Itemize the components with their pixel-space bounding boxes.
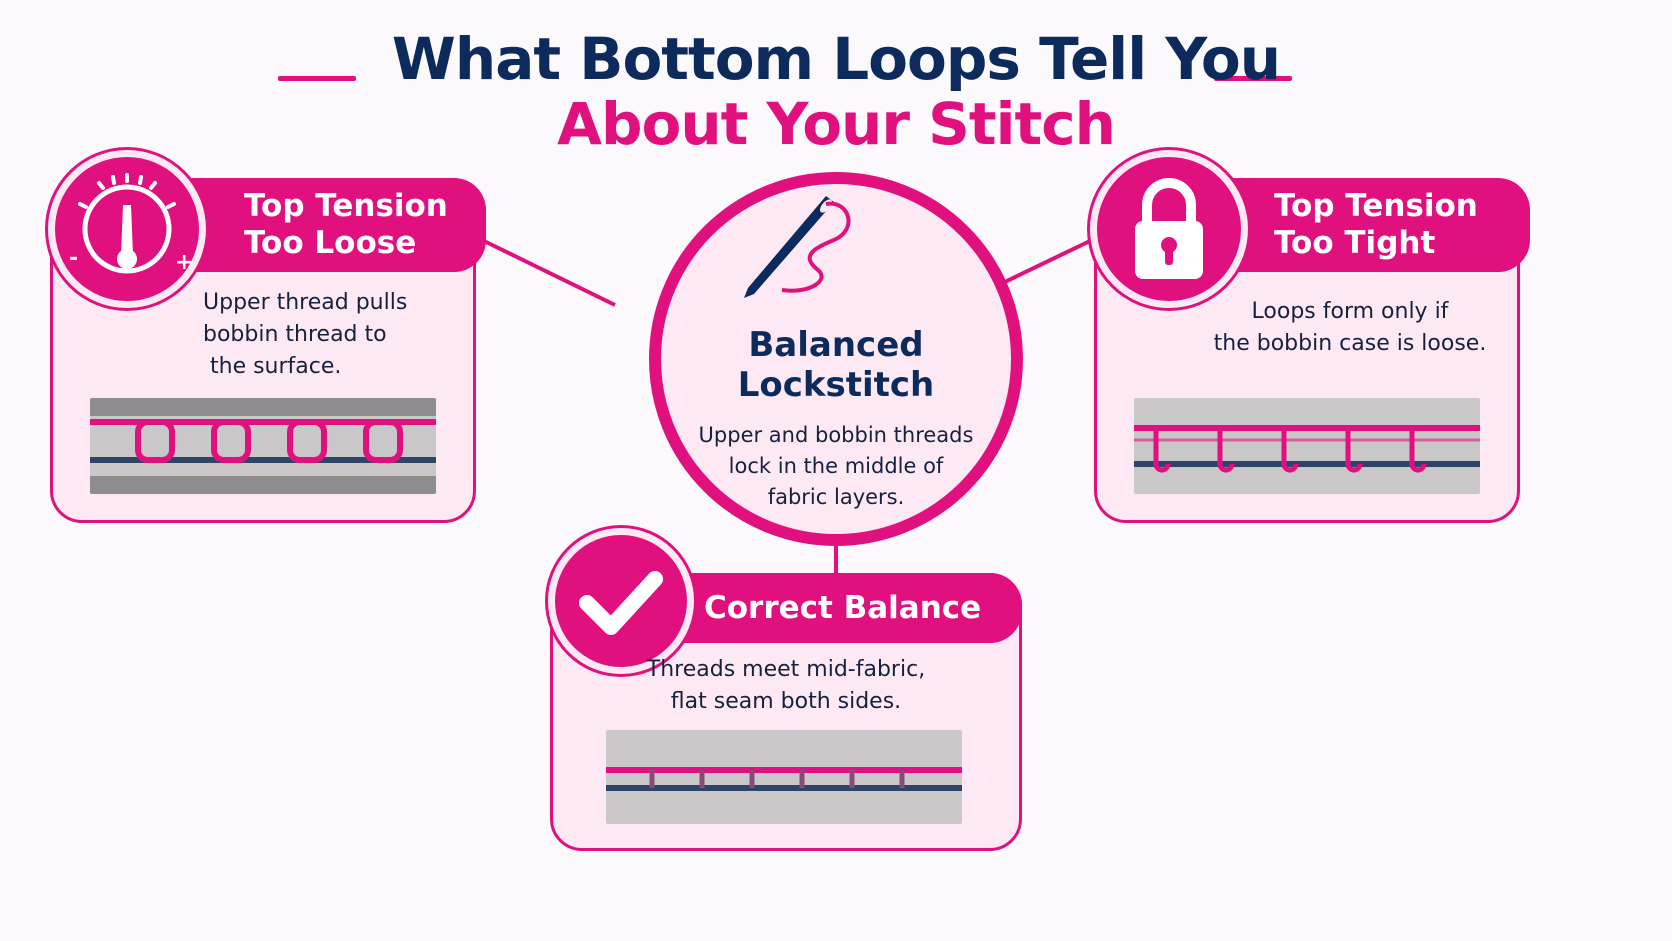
- card-correct-badge: [548, 528, 694, 674]
- needle-and-thread-icon: [744, 196, 851, 298]
- padlock-icon: [1135, 178, 1203, 279]
- checkmark-icon: [579, 571, 663, 635]
- gauge-minus-label: -: [69, 246, 78, 271]
- card-too-loose-header: Top Tension Too Loose: [190, 178, 486, 272]
- card-too-loose-body: Upper thread pulls bobbin thread to the …: [203, 290, 408, 379]
- title-line-2: About Your Stitch: [557, 90, 1116, 158]
- stitch-sample-correct: [606, 730, 962, 824]
- title-left-dash: [278, 76, 356, 81]
- gauge-plus-label: +: [175, 250, 193, 275]
- card-too-tight-header: Top Tension Too Tight: [1234, 178, 1530, 272]
- stitch-sample-too-tight: [1134, 398, 1480, 494]
- tension-gauge-icon: - +: [69, 173, 193, 275]
- card-correct-balance-header: Correct Balance: [680, 573, 1022, 643]
- card-too-tight-badge: [1090, 150, 1248, 308]
- title-right-dash: [1214, 76, 1292, 81]
- stitch-sample-too-loose: [90, 398, 436, 494]
- center-body: Upper and bobbin threads lock in the mid…: [698, 423, 974, 509]
- title-line-1: What Bottom Loops Tell You: [391, 25, 1281, 93]
- center-circle: [649, 172, 1023, 546]
- center-title: Balanced Lockstitch: [737, 325, 935, 405]
- card-correct-body: Threads meet mid-fabric, flat seam both …: [646, 657, 926, 714]
- card-too-tight-body: Loops form only if the bobbin case is lo…: [1213, 299, 1487, 356]
- card-too-loose-badge: - +: [48, 150, 206, 308]
